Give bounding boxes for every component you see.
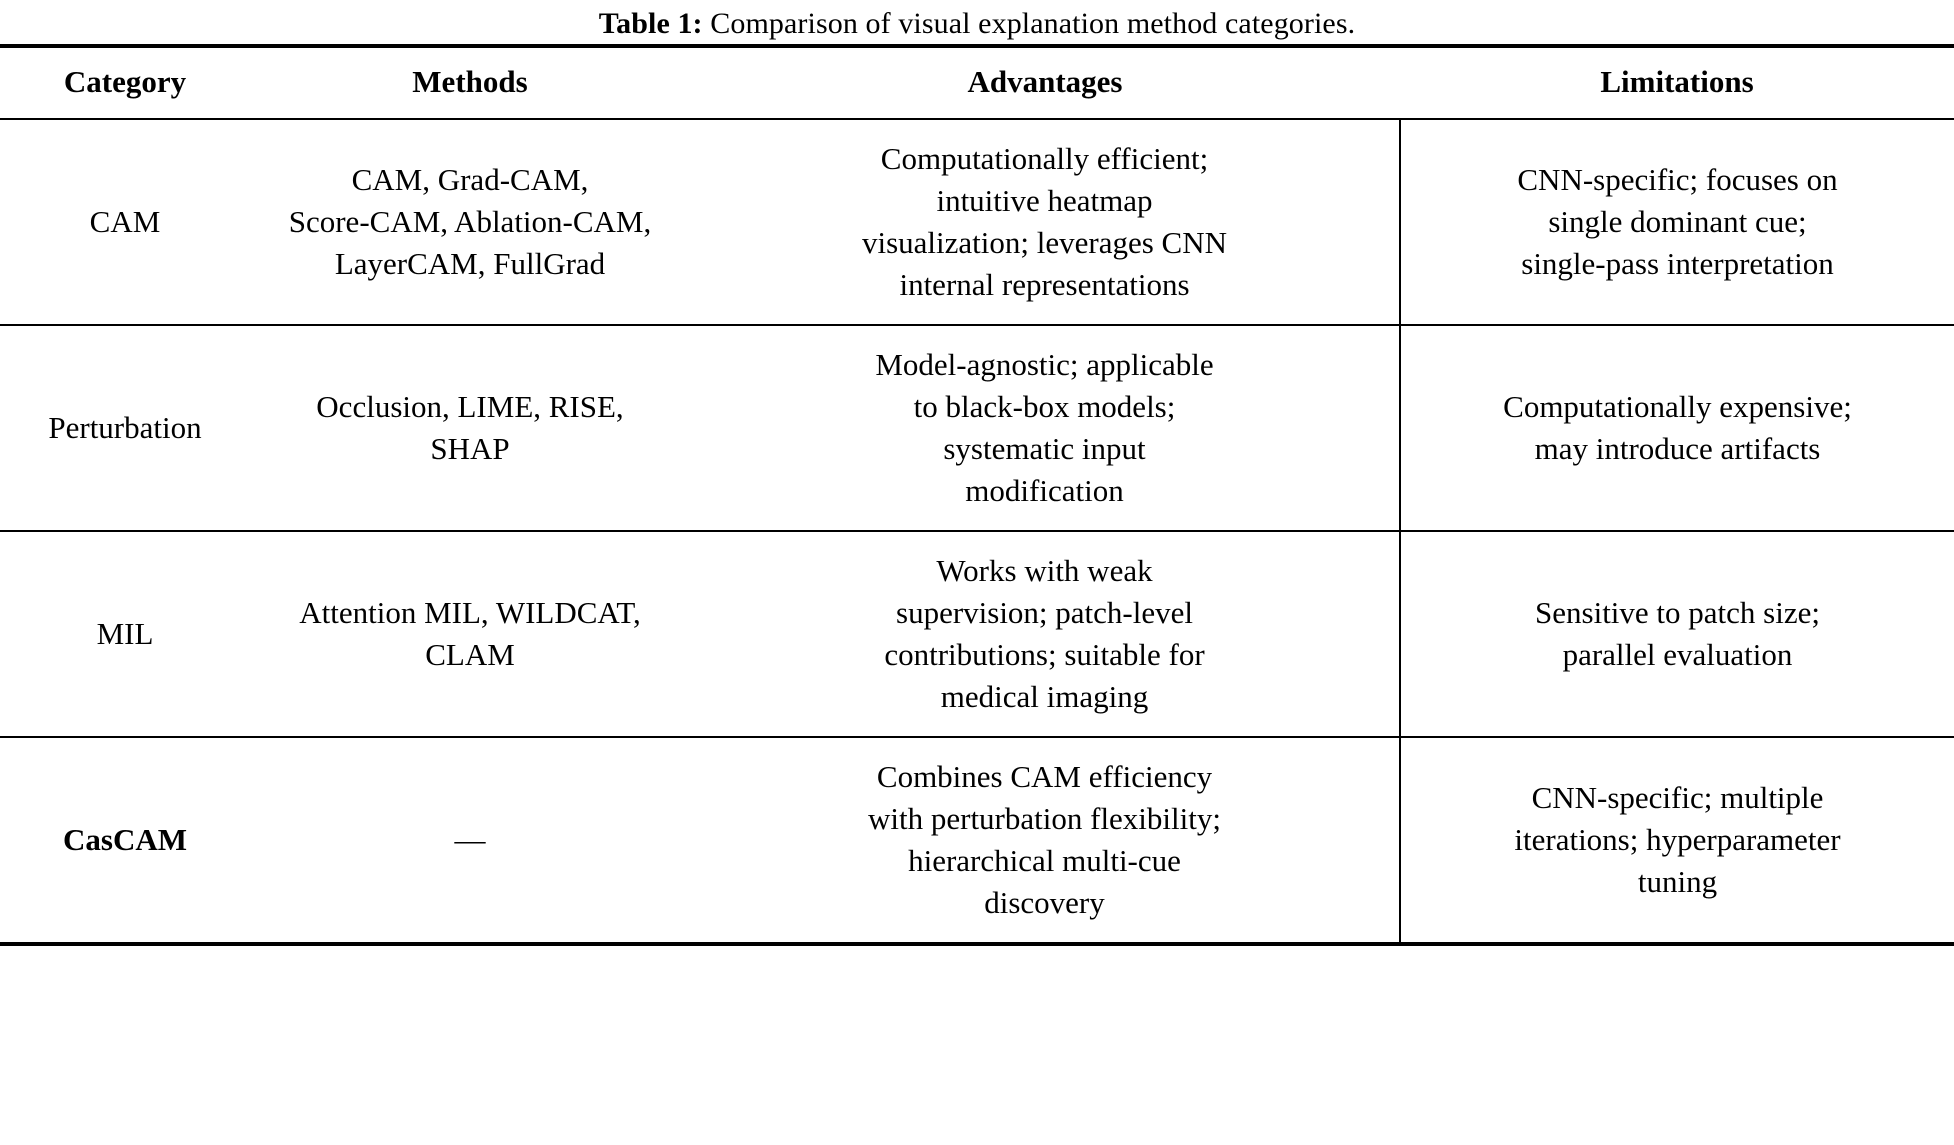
table-body-row-perturbation: Perturbation Occlusion, LIME, RISE,SHAP … [0, 326, 1954, 530]
cell-methods: Occlusion, LIME, RISE, SHAP [250, 326, 690, 530]
cell-line: LayerCAM, FullGrad [334, 246, 606, 281]
cell-line: supervision; patch-level [896, 595, 1193, 630]
cell-limitations: Sensitive to patch size; parallel evaluat… [1399, 532, 1954, 736]
cell-line: with perturbation flexibility; [868, 801, 1221, 836]
cell-limitations: CNN-specific; multiple iterations; hyperp… [1399, 738, 1954, 942]
cell-line: CNN-specific; multiple [1531, 780, 1824, 815]
cell-line: Combines CAM efficiency [876, 759, 1213, 794]
cell-line: intuitive heatmap [936, 183, 1153, 218]
table-row: Perturbation Occlusion, LIME, RISE,SHAP … [0, 326, 1954, 530]
cell-advantages: Model-agnostic; applicable to black-box m… [690, 326, 1400, 530]
cell-methods: — [250, 738, 690, 942]
cell-line: tuning [1637, 864, 1718, 899]
column-header-limitations: Limitations [1600, 64, 1754, 99]
table-row: CAM CAM, Grad-CAM, Score-CAM, Ablation-CA… [0, 120, 1954, 324]
cell-line: contributions; suitable for [884, 637, 1205, 672]
cell-limitations: Computationally expensive; may introduce … [1399, 326, 1954, 530]
cell-line: CNN-specific; focuses on [1517, 162, 1838, 197]
table-row-rule-1 [0, 324, 1954, 326]
cell-advantages: Combines CAM efficiency with perturbation… [690, 738, 1400, 942]
table-row: CasCAM — Combines CAM efficiency with per… [0, 738, 1954, 942]
cell-category: CAM [89, 204, 161, 239]
table-body-row-mil: MIL Attention MIL, WILDCAT, CLAM Works wi… [0, 532, 1954, 736]
cell-line: Computationally efficient; [880, 141, 1209, 176]
cell-line: modification [965, 473, 1124, 508]
table-row-rule-2 [0, 530, 1954, 532]
cell-advantages: Works with weak supervision; patch-level c… [690, 532, 1400, 736]
cell-line: parallel evaluation [1562, 637, 1793, 672]
cell-line: hierarchical multi-cue [908, 843, 1181, 878]
table-header-rule [0, 118, 1954, 120]
cell-line: discovery [984, 885, 1105, 920]
cell-line: may introduce artifacts [1534, 431, 1821, 466]
cell-line: CAM, Grad-CAM, [351, 162, 589, 197]
cell-line: — [454, 822, 486, 857]
cell-line: to black-box models; [913, 389, 1176, 424]
cell-line: Attention MIL, WILDCAT, [299, 595, 641, 630]
cell-advantages: Computationally efficient; intuitive heat… [690, 120, 1400, 324]
cell-line: single-pass interpretation [1521, 246, 1834, 281]
table-body-row-cam: CAM CAM, Grad-CAM, Score-CAM, Ablation-CA… [0, 120, 1954, 324]
cell-methods: CAM, Grad-CAM, Score-CAM, Ablation-CAM, La… [250, 120, 690, 324]
column-header-methods: Methods [412, 64, 528, 99]
table-body-row-cascam: CasCAM — Combines CAM efficiency with per… [0, 738, 1954, 942]
cell-line: medical imaging [940, 679, 1149, 714]
cell-line: single dominant cue; [1548, 204, 1807, 239]
cell-line: visualization; leverages CNN [861, 225, 1227, 260]
cell-line: Sensitive to patch size; [1535, 595, 1820, 630]
table-row-rule-3 [0, 736, 1954, 738]
table-caption-label: Table 1: [598, 7, 703, 40]
cell-line: CLAM [425, 637, 515, 672]
table-top-rule [0, 44, 1954, 48]
column-header-advantages: Advantages [967, 64, 1123, 99]
table-header-table: Category Methods Advantages Limitations [0, 48, 1954, 118]
table-bottom-rule [0, 942, 1954, 946]
cell-line: Model-agnostic; applicable [875, 347, 1214, 382]
cell-line: systematic input [943, 431, 1146, 466]
cell-line: Computationally expensive; [1503, 389, 1852, 424]
cell-category: CasCAM [63, 822, 187, 857]
cell-line: iterations; hyperparameter [1514, 822, 1841, 857]
cell-line: Occlusion, LIME, RISE, [316, 389, 624, 424]
column-header-category: Category [63, 64, 187, 99]
cell-line: SHAP [430, 431, 510, 466]
table-header-row: Category Methods Advantages Limitations [0, 48, 1954, 118]
cell-limitations: CNN-specific; focuses on single dominant … [1399, 120, 1954, 324]
cell-methods: Attention MIL, WILDCAT, CLAM [250, 532, 690, 736]
cell-line: internal representations [899, 267, 1190, 302]
table-caption-text: Comparison of visual explanation method … [710, 7, 1356, 40]
cell-category: MIL [96, 616, 154, 651]
cell-category: Perturbation [48, 410, 202, 445]
table-caption: Table 1: Comparison of visual explanatio… [0, 0, 1954, 44]
table-row: MIL Attention MIL, WILDCAT, CLAM Works wi… [0, 532, 1954, 736]
cell-line: Score-CAM, Ablation-CAM, [288, 204, 652, 239]
cell-line: Works with weak [936, 553, 1153, 588]
